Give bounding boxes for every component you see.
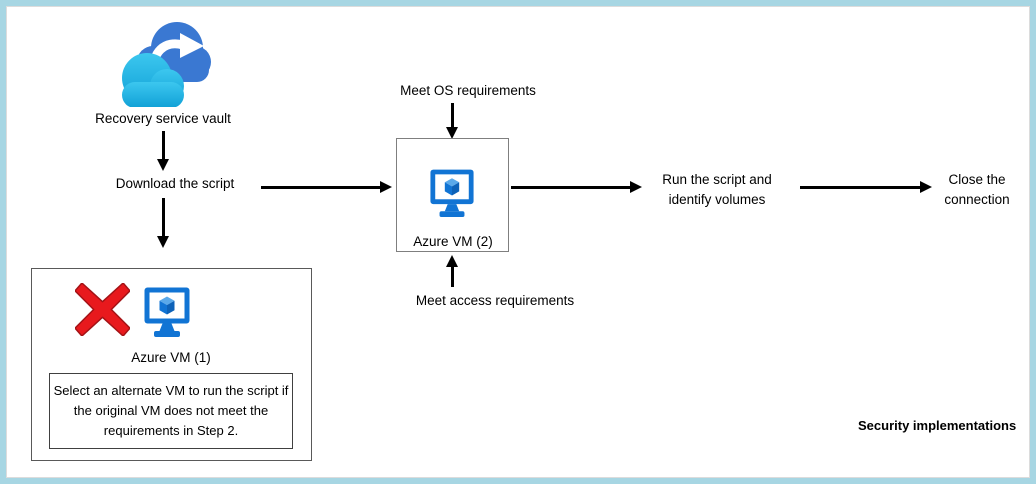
azure-vm1-note: Select an alternate VM to run the script… [49, 373, 293, 449]
close-connection-label: Close the connection [944, 172, 1010, 207]
arrow-download-to-vm2 [261, 181, 392, 193]
download-script-label: Download the script [115, 176, 235, 191]
arrow-run-to-close [800, 181, 932, 193]
recovery-vault-cloud-icon [121, 12, 211, 107]
arrow-vm2-to-run [511, 181, 642, 193]
azure-vm1-label: Azure VM (1) [131, 350, 211, 365]
security-implementations-caption: Security implementations [858, 418, 1017, 433]
error-x-icon [75, 283, 130, 336]
arrow-vault-to-download [157, 131, 169, 171]
run-script-label: Run the script and identify volumes [662, 172, 772, 207]
meet-access-label: Meet access requirements [415, 293, 575, 308]
arrow-access-to-vm2 [446, 255, 458, 287]
azure-vm-icon [143, 286, 191, 340]
arrow-os-to-vm2 [446, 103, 458, 139]
arrow-download-to-vm1 [157, 198, 169, 248]
azure-vm-icon [429, 168, 475, 220]
meet-os-label: Meet OS requirements [400, 83, 536, 98]
azure-vm2-label: Azure VM (2) [413, 234, 493, 249]
recovery-vault-label: Recovery service vault [95, 111, 231, 126]
